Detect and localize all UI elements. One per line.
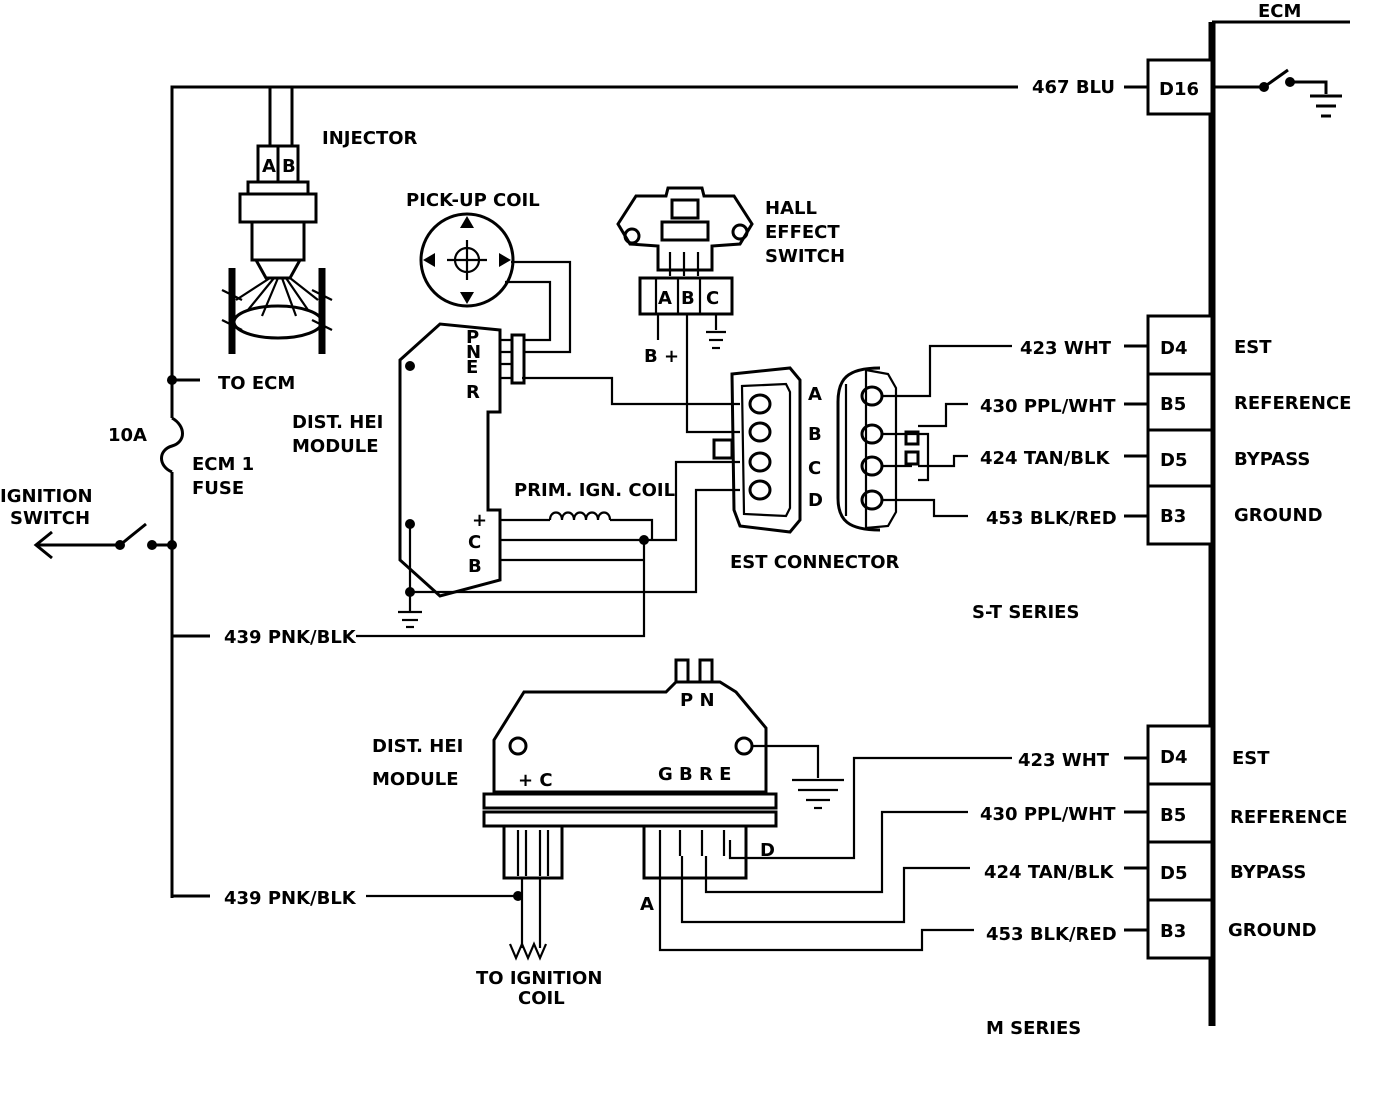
top-row2-pin: D5 xyxy=(1160,450,1187,471)
series-m-label: M SERIES xyxy=(986,1018,1081,1039)
hall-b-plus: B + xyxy=(644,346,679,367)
series-st-label: S-T SERIES xyxy=(972,602,1079,623)
bottom-hei-pins-plus-c: + C xyxy=(518,770,553,791)
top-hei-pin-r: R xyxy=(466,382,480,403)
prim-coil-label: PRIM. IGN. COIL xyxy=(514,480,675,501)
injector-icon xyxy=(221,87,333,354)
top-row3-pin: B3 xyxy=(1160,506,1186,527)
wire-label-439-top: 439 PNK/BLK xyxy=(224,627,357,648)
top-hei-pin-e: E xyxy=(466,357,478,378)
fuse-label-line2: FUSE xyxy=(192,478,244,499)
hall-label-line3: SWITCH xyxy=(765,246,845,267)
bottom-hei-pin-a: A xyxy=(640,894,654,915)
ignition-label-line2: SWITCH xyxy=(10,508,90,529)
hall-label-line1: HALL xyxy=(765,198,817,219)
top-row3-wire: 453 BLK/RED xyxy=(986,508,1117,529)
est-pin-b: B xyxy=(808,424,822,445)
bottom-row2-wire: 424 TAN/BLK xyxy=(984,862,1114,883)
top-hei-module-icon xyxy=(398,322,740,629)
fuse-amp-label: 10A xyxy=(108,425,147,446)
wire-label-467: 467 BLU xyxy=(1032,77,1115,98)
est-pin-d: D xyxy=(808,490,823,511)
pickup-coil-icon xyxy=(419,212,572,354)
bottom-row0-pin: D4 xyxy=(1160,747,1187,768)
ignition-label-line1: IGNITION xyxy=(0,486,93,507)
top-row3-name: GROUND xyxy=(1234,505,1323,526)
bottom-row3-wire: 453 BLK/RED xyxy=(986,924,1117,945)
est-connector-icon xyxy=(712,344,1012,534)
bottom-hei-pins-pn: P N xyxy=(680,690,715,711)
bottom-row3-name: GROUND xyxy=(1228,920,1317,941)
top-row1-wire: 430 PPL/WHT xyxy=(980,396,1116,417)
top-hei-label-line1: DIST. HEI xyxy=(292,412,383,433)
wire-label-439-bottom: 439 PNK/BLK xyxy=(224,888,357,909)
to-ecm-label: TO ECM xyxy=(218,373,295,394)
bottom-hei-pins-gbre: G B R E xyxy=(658,764,731,785)
bottom-hei-module-icon xyxy=(366,658,1012,961)
top-row2-wire: 424 TAN/BLK xyxy=(980,448,1110,469)
top-hei-pin-c: C xyxy=(468,532,481,553)
top-row0-name: EST xyxy=(1234,337,1272,358)
bottom-row0-wire: 423 WHT xyxy=(1018,750,1110,771)
top-hei-pin-n: N xyxy=(466,342,481,363)
hall-pin-a: A xyxy=(658,288,672,309)
est-connector-label: EST CONNECTOR xyxy=(730,552,900,573)
est-pin-a: A xyxy=(808,384,822,405)
ecm-title: ECM xyxy=(1258,1,1301,22)
top-hei-pin-b: B xyxy=(468,556,482,577)
top-hei-pin-plus: + xyxy=(472,510,487,531)
hall-pin-b: B xyxy=(681,288,695,309)
injector-pin-a: A xyxy=(262,156,276,177)
bottom-row2-name: BYPASS xyxy=(1230,862,1306,883)
ecm-pin-d16: D16 xyxy=(1159,79,1199,100)
fuse-icon xyxy=(160,416,184,474)
injector-label: INJECTOR xyxy=(322,128,418,149)
bottom-row3-pin: B3 xyxy=(1160,921,1186,942)
bottom-hei-label-line2: MODULE xyxy=(372,769,459,790)
pickup-coil-label: PICK-UP COIL xyxy=(406,190,540,211)
top-row0-pin: D4 xyxy=(1160,338,1187,359)
bottom-row1-wire: 430 PPL/WHT xyxy=(980,804,1116,825)
hall-switch-icon xyxy=(616,186,754,434)
ignition-switch-icon xyxy=(33,522,177,560)
bottom-ecm-pin-boxes xyxy=(1124,724,1214,960)
top-hei-label-line2: MODULE xyxy=(292,436,379,457)
bottom-row2-pin: D5 xyxy=(1160,863,1187,884)
top-hei-pin-p: P xyxy=(466,327,479,348)
to-coil-line2: COIL xyxy=(518,988,565,1009)
bottom-hei-pin-d: D xyxy=(760,840,775,861)
top-row0-wire: 423 WHT xyxy=(1020,338,1112,359)
bottom-row1-pin: B5 xyxy=(1160,805,1186,826)
bottom-row0-name: EST xyxy=(1232,748,1270,769)
top-row1-name: REFERENCE xyxy=(1234,393,1351,414)
hall-label-line2: EFFECT xyxy=(765,222,840,243)
primary-coil-icon xyxy=(356,460,740,638)
bottom-hei-label-line1: DIST. HEI xyxy=(372,736,463,757)
hall-pin-c: C xyxy=(706,288,719,309)
top-row2-name: BYPASS xyxy=(1234,449,1310,470)
fuse-label-line1: ECM 1 xyxy=(192,454,254,475)
injector-pin-b: B xyxy=(282,156,296,177)
top-row1-pin: B5 xyxy=(1160,394,1186,415)
bottom-row1-name: REFERENCE xyxy=(1230,807,1347,828)
est-pin-c: C xyxy=(808,458,821,479)
wire-ign-feed xyxy=(170,85,1018,550)
to-coil-line1: TO IGNITION xyxy=(476,968,602,989)
top-ecm-pin-boxes xyxy=(1124,314,1214,546)
ecm-ground-switch-icon xyxy=(1212,68,1342,118)
